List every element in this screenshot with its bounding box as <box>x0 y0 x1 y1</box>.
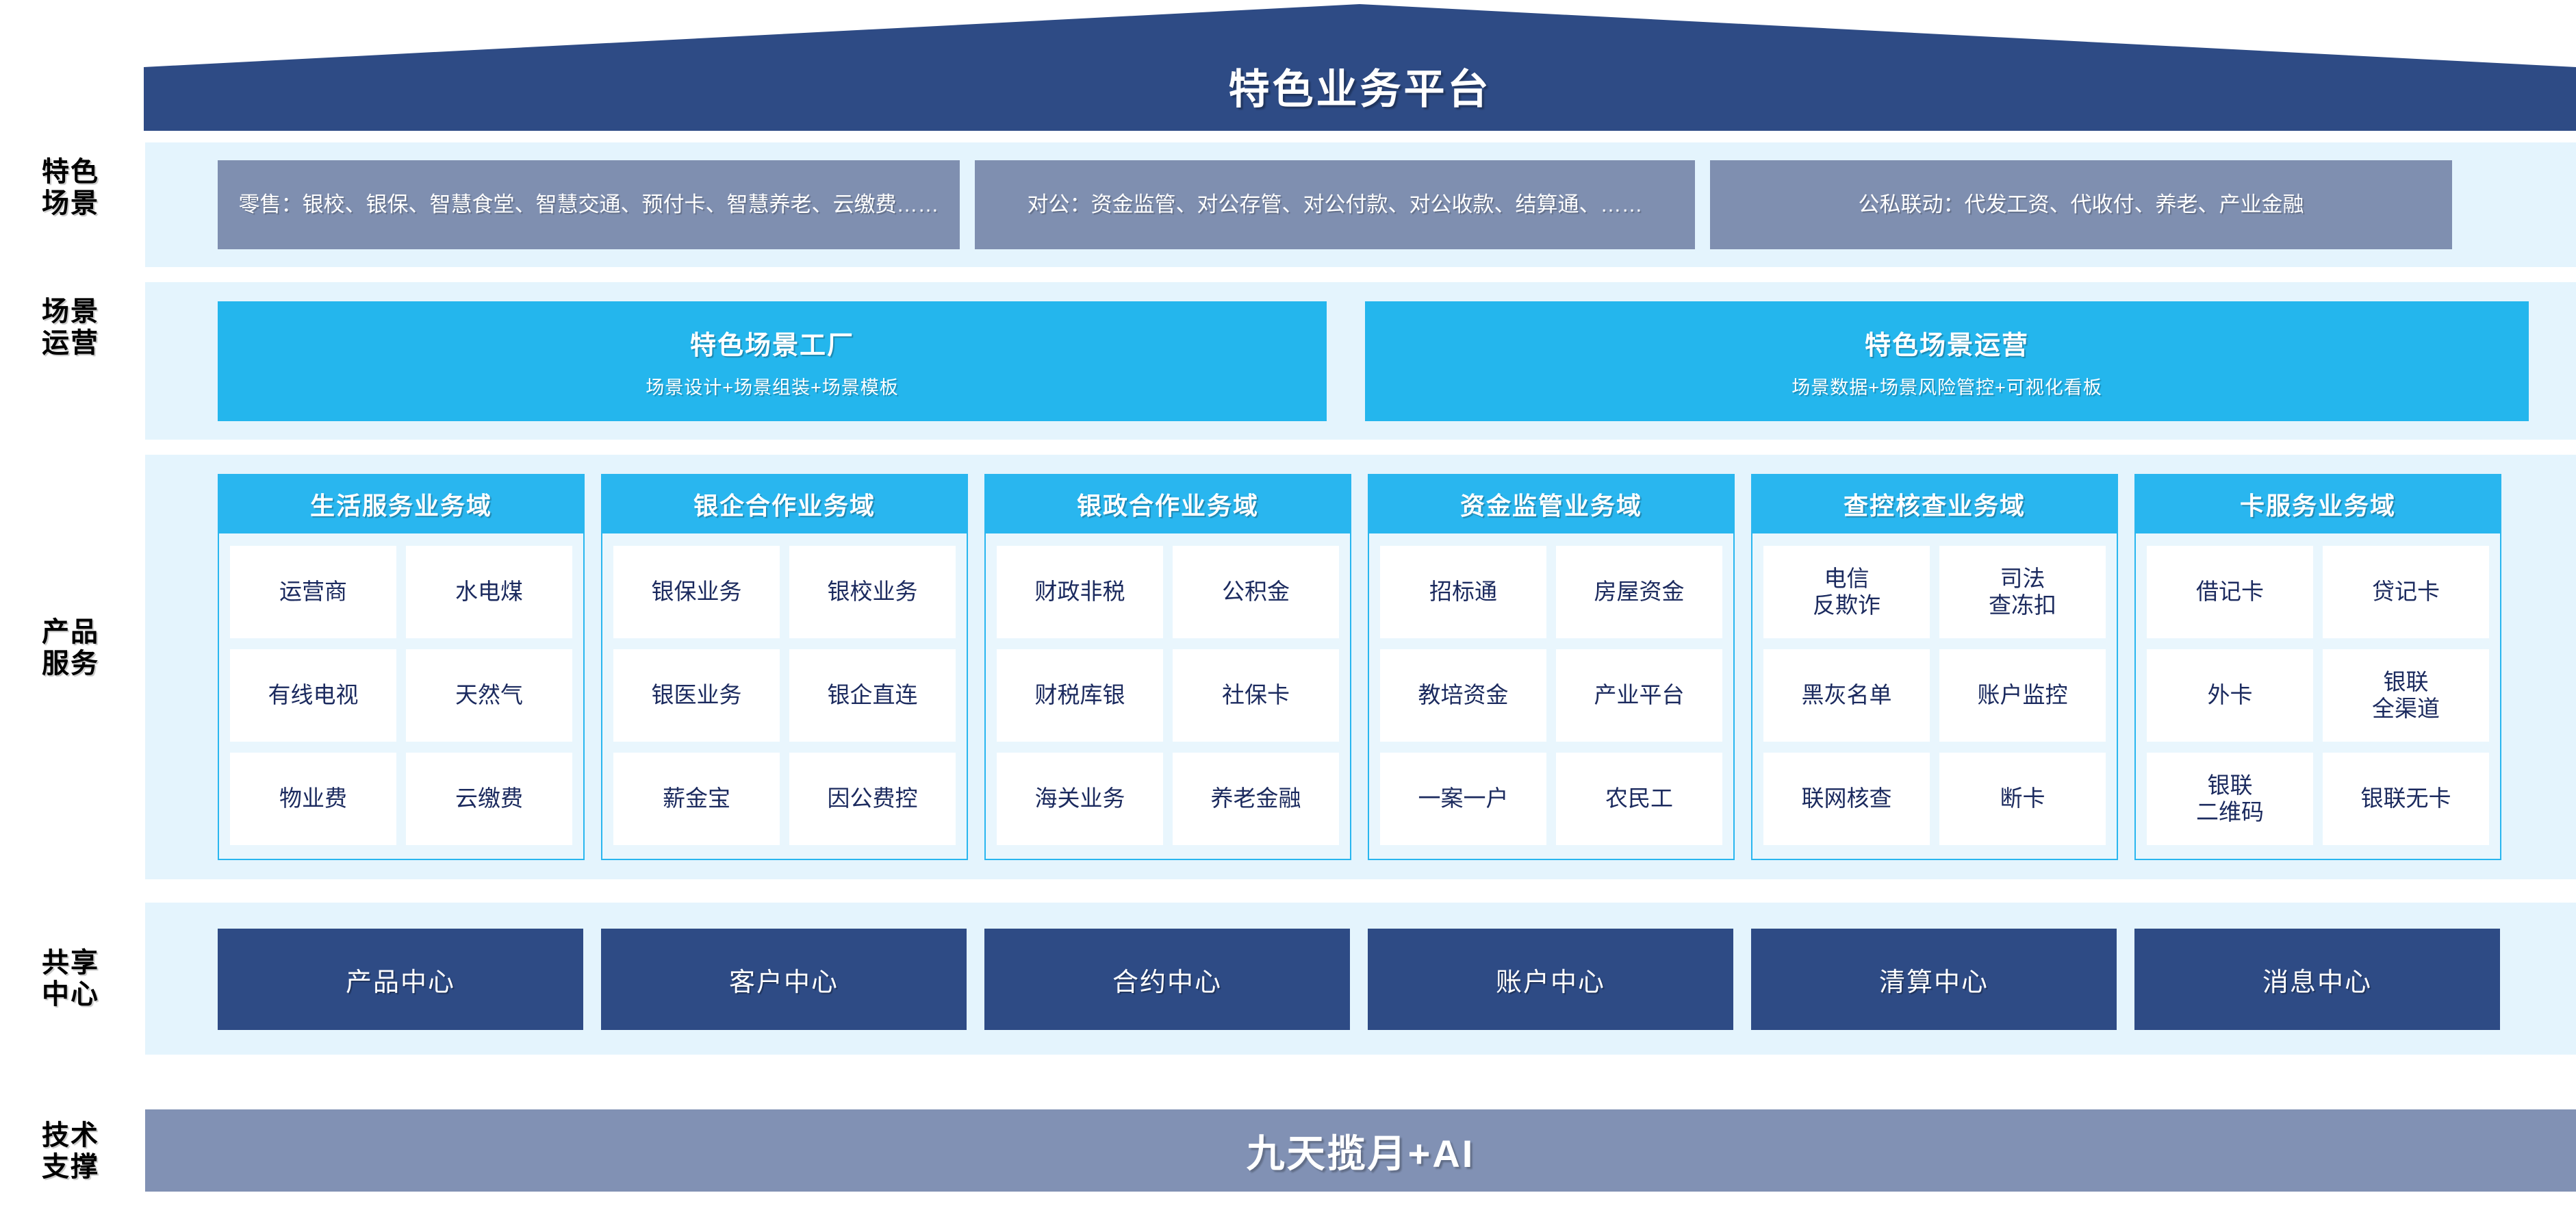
domain-items-bank-government: 财政非税 公积金 财税库银 社保卡 海关业务 养老金融 <box>986 533 1350 859</box>
page-title: 特色业务平台 <box>1228 66 1492 112</box>
row-label-tech: 技术 支撑 <box>42 1120 99 1183</box>
domain-item[interactable]: 薪金宝 <box>613 753 780 845</box>
domain-item[interactable]: 银医业务 <box>613 649 780 742</box>
domain-item[interactable]: 财政非税 <box>997 546 1163 638</box>
domain-item[interactable]: 联网核查 <box>1763 753 1930 845</box>
row-label-operations: 场景 运营 <box>42 297 99 359</box>
domain-item[interactable]: 电信 反欺诈 <box>1763 546 1930 638</box>
scene-box-retail[interactable]: 零售：银校、银保、智慧食堂、智慧交通、预付卡、智慧养老、云缴费…… <box>218 160 960 249</box>
domain-item[interactable]: 银校业务 <box>789 546 956 638</box>
domain-item[interactable]: 因公费控 <box>789 753 956 845</box>
domain-item[interactable]: 养老金融 <box>1173 753 1339 845</box>
operations-boxes: 特色场景工厂 场景设计+场景组装+场景模板 特色场景运营 场景数据+场景风险管控… <box>218 301 2529 421</box>
domain-item[interactable]: 一案一户 <box>1380 753 1546 845</box>
row-label-shared: 共享 中心 <box>42 948 99 1010</box>
row-label-scenes: 特色 场景 <box>42 157 99 219</box>
ops-subtitle-scene-operation: 场景数据+场景风险管控+可视化看板 <box>1791 377 2102 398</box>
domain-title-fund-supervision: 资金监管业务域 <box>1369 475 1733 533</box>
domain-item[interactable]: 教培资金 <box>1380 649 1546 742</box>
domain-item[interactable]: 借记卡 <box>2147 546 2313 638</box>
domain-card-investigation-control[interactable]: 查控核查业务域 电信 反欺诈 司法 查冻扣 黑灰名单 账户监控 联网核查 断卡 <box>1751 474 2118 860</box>
scene-box-corporate[interactable]: 对公：资金监管、对公存管、对公付款、对公收款、结算通、…… <box>975 160 1695 249</box>
domain-title-life-service: 生活服务业务域 <box>219 475 583 533</box>
domain-item[interactable]: 海关业务 <box>997 753 1163 845</box>
domain-card-card-service[interactable]: 卡服务业务域 借记卡 贷记卡 外卡 银联 全渠道 银联 二维码 银联无卡 <box>2134 474 2501 860</box>
center-box-settlement[interactable]: 清算中心 <box>1751 929 2117 1030</box>
domain-item[interactable]: 司法 查冻扣 <box>1939 546 2106 638</box>
domain-item[interactable]: 银保业务 <box>613 546 780 638</box>
domain-item[interactable]: 水电煤 <box>406 546 572 638</box>
tech-support-bar[interactable]: 九天揽月+AI <box>145 1109 2576 1192</box>
ops-subtitle-scene-factory: 场景设计+场景组装+场景模板 <box>646 377 899 398</box>
domain-item[interactable]: 运营商 <box>230 546 396 638</box>
ops-box-scene-operation[interactable]: 特色场景运营 场景数据+场景风险管控+可视化看板 <box>1365 301 2529 421</box>
domain-item[interactable]: 房屋资金 <box>1556 546 1722 638</box>
domain-items-life-service: 运营商 水电煤 有线电视 天然气 物业费 云缴费 <box>219 533 583 859</box>
shared-center-boxes: 产品中心 客户中心 合约中心 账户中心 清算中心 消息中心 <box>218 929 2500 1030</box>
domain-item[interactable]: 农民工 <box>1556 753 1722 845</box>
domain-item[interactable]: 银联无卡 <box>2323 753 2489 845</box>
domain-items-investigation-control: 电信 反欺诈 司法 查冻扣 黑灰名单 账户监控 联网核查 断卡 <box>1752 533 2117 859</box>
domain-item[interactable]: 公积金 <box>1173 546 1339 638</box>
ops-title-scene-operation: 特色场景运营 <box>1864 331 2029 360</box>
domain-title-bank-government: 银政合作业务域 <box>986 475 1350 533</box>
domain-item[interactable]: 社保卡 <box>1173 649 1339 742</box>
domain-item[interactable]: 有线电视 <box>230 649 396 742</box>
center-box-product[interactable]: 产品中心 <box>218 929 583 1030</box>
roof-shape-icon <box>144 4 2576 131</box>
center-box-contract[interactable]: 合约中心 <box>984 929 1350 1030</box>
ops-box-scene-factory[interactable]: 特色场景工厂 场景设计+场景组装+场景模板 <box>218 301 1327 421</box>
domain-card-life-service[interactable]: 生活服务业务域 运营商 水电煤 有线电视 天然气 物业费 云缴费 <box>218 474 585 860</box>
ops-title-scene-factory: 特色场景工厂 <box>689 331 854 360</box>
domain-item[interactable]: 银联 二维码 <box>2147 753 2313 845</box>
domain-item[interactable]: 账户监控 <box>1939 649 2106 742</box>
domain-card-bank-enterprise[interactable]: 银企合作业务域 银保业务 银校业务 银医业务 银企直连 薪金宝 因公费控 <box>601 474 968 860</box>
domain-item[interactable]: 产业平台 <box>1556 649 1722 742</box>
domain-item[interactable]: 物业费 <box>230 753 396 845</box>
domain-item[interactable]: 贷记卡 <box>2323 546 2489 638</box>
center-box-message[interactable]: 消息中心 <box>2134 929 2500 1030</box>
domain-item[interactable]: 云缴费 <box>406 753 572 845</box>
domain-item[interactable]: 银企直连 <box>789 649 956 742</box>
center-box-account[interactable]: 账户中心 <box>1368 929 1733 1030</box>
center-box-customer[interactable]: 客户中心 <box>601 929 967 1030</box>
platform-roof-banner: 特色业务平台 <box>144 4 2576 131</box>
domain-cards: 生活服务业务域 运营商 水电煤 有线电视 天然气 物业费 云缴费 银企合作业务域… <box>218 474 2501 860</box>
scene-boxes: 零售：银校、银保、智慧食堂、智慧交通、预付卡、智慧养老、云缴费…… 对公：资金监… <box>218 160 2452 249</box>
domain-item[interactable]: 财税库银 <box>997 649 1163 742</box>
row-label-products: 产品 服务 <box>42 617 99 679</box>
domain-title-investigation-control: 查控核查业务域 <box>1752 475 2117 533</box>
domain-title-bank-enterprise: 银企合作业务域 <box>602 475 967 533</box>
scene-box-public-private[interactable]: 公私联动：代发工资、代收付、养老、产业金融 <box>1710 160 2452 249</box>
domain-item[interactable]: 断卡 <box>1939 753 2106 845</box>
domain-item[interactable]: 银联 全渠道 <box>2323 649 2489 742</box>
domain-items-bank-enterprise: 银保业务 银校业务 银医业务 银企直连 薪金宝 因公费控 <box>602 533 967 859</box>
domain-title-card-service: 卡服务业务域 <box>2136 475 2500 533</box>
domain-item[interactable]: 外卡 <box>2147 649 2313 742</box>
domain-items-fund-supervision: 招标通 房屋资金 教培资金 产业平台 一案一户 农民工 <box>1369 533 1733 859</box>
domain-items-card-service: 借记卡 贷记卡 外卡 银联 全渠道 银联 二维码 银联无卡 <box>2136 533 2500 859</box>
domain-card-fund-supervision[interactable]: 资金监管业务域 招标通 房屋资金 教培资金 产业平台 一案一户 农民工 <box>1368 474 1735 860</box>
domain-item[interactable]: 天然气 <box>406 649 572 742</box>
domain-item[interactable]: 招标通 <box>1380 546 1546 638</box>
domain-item[interactable]: 黑灰名单 <box>1763 649 1930 742</box>
domain-card-bank-government[interactable]: 银政合作业务域 财政非税 公积金 财税库银 社保卡 海关业务 养老金融 <box>984 474 1351 860</box>
